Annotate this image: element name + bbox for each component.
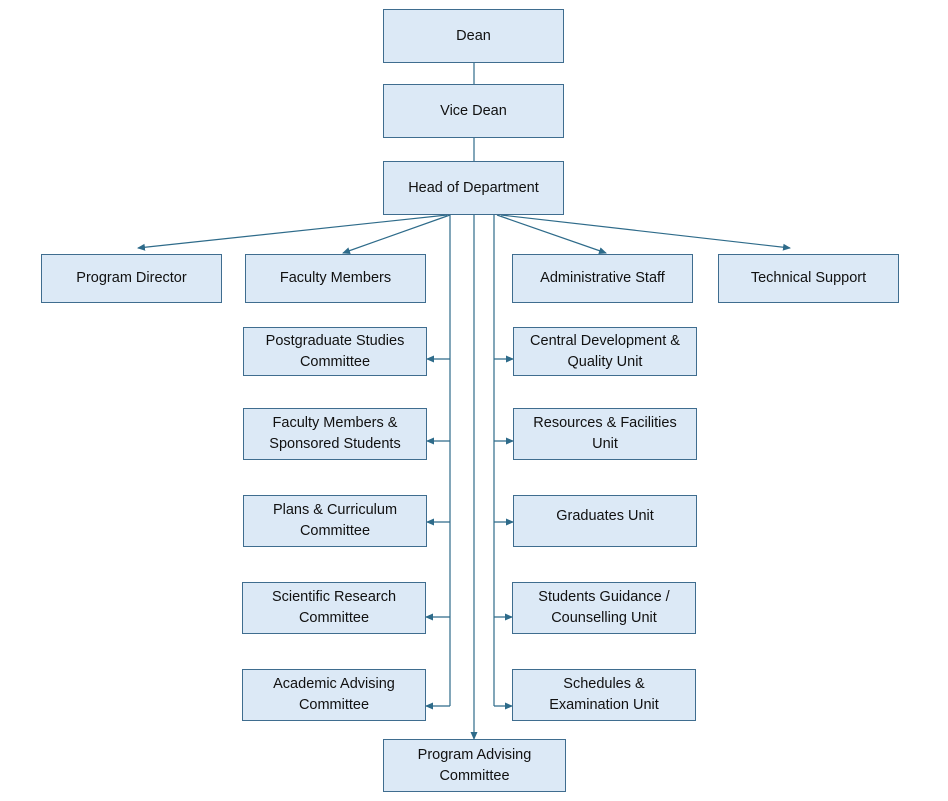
head-of-department-label: Head of Department <box>408 179 539 196</box>
program-advising-line-2: Committee <box>439 767 510 784</box>
dean-label: Dean <box>456 27 491 44</box>
faculty-members-box: Faculty Members <box>245 254 426 303</box>
postgraduate-line-1: Postgraduate Studies <box>265 332 405 349</box>
schedules-examination-unit-box: Schedules & Examination Unit <box>512 669 696 721</box>
academic-advising-line-2: Committee <box>298 697 370 713</box>
scientific-research-committee-box: Scientific Research Committee <box>242 582 426 634</box>
students-guidance-counselling-unit-box: Students Guidance / Counselling Unit <box>512 582 696 634</box>
program-advising-line-1: Program Advising <box>417 746 532 763</box>
program-director-label: Program Director <box>76 270 187 286</box>
vice-dean-box: Vice Dean <box>383 84 564 138</box>
plans-curriculum-committee-box: Plans & Curriculum Committee <box>243 495 427 547</box>
graduates-unit-box: Graduates Unit <box>513 495 697 547</box>
resources-facilities-unit-box: Resources & Facilities Unit <box>513 408 697 460</box>
faculty-members-label: Faculty Members <box>279 270 392 286</box>
academic-advising-committee-box: Academic Advising Committee <box>242 669 426 721</box>
faculty-sponsored-line-2: Sponsored Students <box>269 436 401 452</box>
arrow-administrative-staff <box>496 214 607 255</box>
administrative-staff-box: Administrative Staff <box>512 254 693 303</box>
faculty-sponsored-line-1: Faculty Members & <box>272 415 398 431</box>
dean-box: Dean <box>383 9 564 63</box>
resources-facilities-line-2: Unit <box>592 436 618 452</box>
administrative-staff-label: Administrative Staff <box>540 270 665 286</box>
arrow-technical-support <box>500 214 791 251</box>
program-advising-committee-box: Program Advising Committee <box>383 739 566 792</box>
program-director-box: Program Director <box>41 254 222 303</box>
postgraduate-line-2: Committee <box>299 353 371 370</box>
academic-advising-line-1: Academic Advising <box>273 676 395 692</box>
head-of-department-box: Head of Department <box>383 161 564 215</box>
scientific-research-line-1: Scientific Research <box>271 589 397 605</box>
faculty-sponsored-students-box: Faculty Members & Sponsored Students <box>243 408 427 460</box>
technical-support-box: Technical Support <box>718 254 899 303</box>
plans-curriculum-line-1: Plans & Curriculum <box>272 502 398 518</box>
graduates-unit-label: Graduates Unit <box>556 508 654 524</box>
postgraduate-studies-committee-box: Postgraduate Studies Committee <box>243 327 427 376</box>
plans-curriculum-line-2: Committee <box>299 523 371 539</box>
arrow-faculty-members <box>342 214 451 254</box>
scientific-research-line-2: Committee <box>298 610 370 626</box>
arrow-program-director <box>137 214 448 251</box>
students-guidance-line-2: Counselling Unit <box>551 610 657 626</box>
schedules-examination-line-2: Examination Unit <box>549 697 659 713</box>
central-development-line-1: Central Development & <box>530 332 680 349</box>
central-development-quality-unit-box: Central Development & Quality Unit <box>513 327 697 376</box>
resources-facilities-line-1: Resources & Facilities <box>533 415 677 431</box>
technical-support-label: Technical Support <box>750 270 867 286</box>
schedules-examination-line-1: Schedules & <box>563 676 645 692</box>
students-guidance-line-1: Students Guidance / <box>538 589 670 605</box>
vice-dean-label: Vice Dean <box>440 102 507 119</box>
central-development-line-2: Quality Unit <box>567 353 643 370</box>
